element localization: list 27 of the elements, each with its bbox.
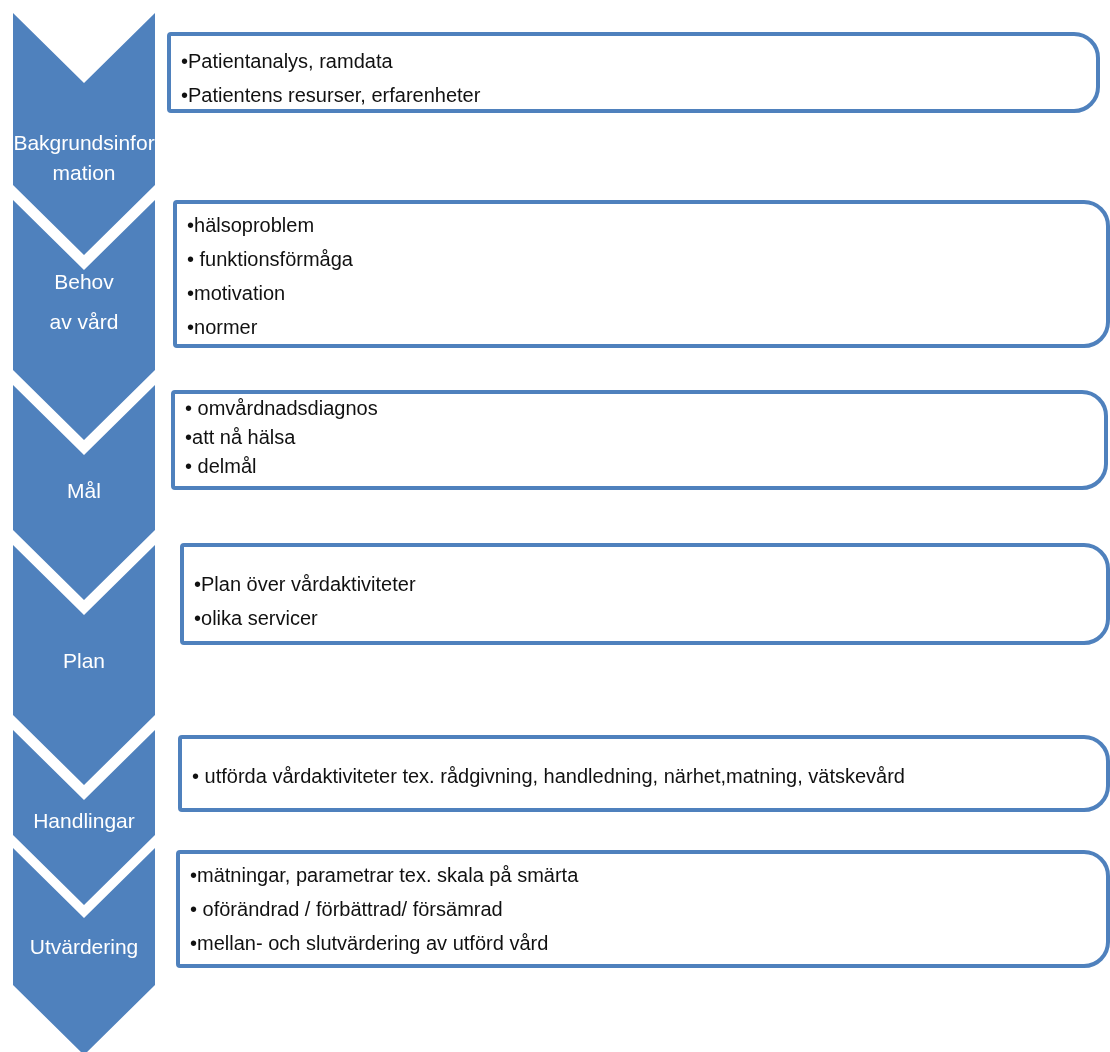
bullet-item: •att nå hälsa [185, 425, 297, 450]
bullet-item: • utförda vårdaktiviteter tex. rådgivning, handledning, närhet,matning, vätskevård [192, 764, 906, 789]
bullet-item: •Patientanalys, ramdata [181, 49, 394, 74]
stage-label: Mål [67, 478, 101, 504]
content-box [180, 543, 1110, 645]
bullet-item: •mellan- och slutvärdering av utförd vård [190, 931, 550, 956]
stage-label: Bakgrundsinformation [13, 130, 155, 186]
content-box [178, 735, 1110, 812]
stage-label: Handlingar [33, 808, 135, 834]
content-box [176, 850, 1110, 968]
stage-label: Behov av vård [49, 269, 119, 335]
content-box [171, 390, 1108, 490]
bullet-item: •Plan över vårdaktiviteter [194, 572, 417, 597]
bullet-item: •normer [187, 315, 259, 340]
bullet-item: • funktionsförmåga [187, 247, 354, 272]
bullet-item: • delmål [185, 454, 258, 479]
bullet-item: •Patientens resurser, erfarenheter [181, 83, 482, 108]
content-box [167, 32, 1100, 113]
bullet-item: •mätningar, parametrar tex. skala på smärta [190, 863, 580, 888]
bullet-item: •motivation [187, 281, 287, 306]
bullet-item: •hälsoproblem [187, 213, 316, 238]
content-box [173, 200, 1110, 348]
stage-label: Utvärdering [29, 934, 139, 960]
bullet-item: •olika servicer [194, 606, 319, 631]
bullet-item: • oförändrad / förbättrad/ försämrad [190, 897, 504, 922]
bullet-item: • omvårdnadsdiagnos [185, 396, 379, 421]
stage-label: Plan [63, 648, 105, 674]
